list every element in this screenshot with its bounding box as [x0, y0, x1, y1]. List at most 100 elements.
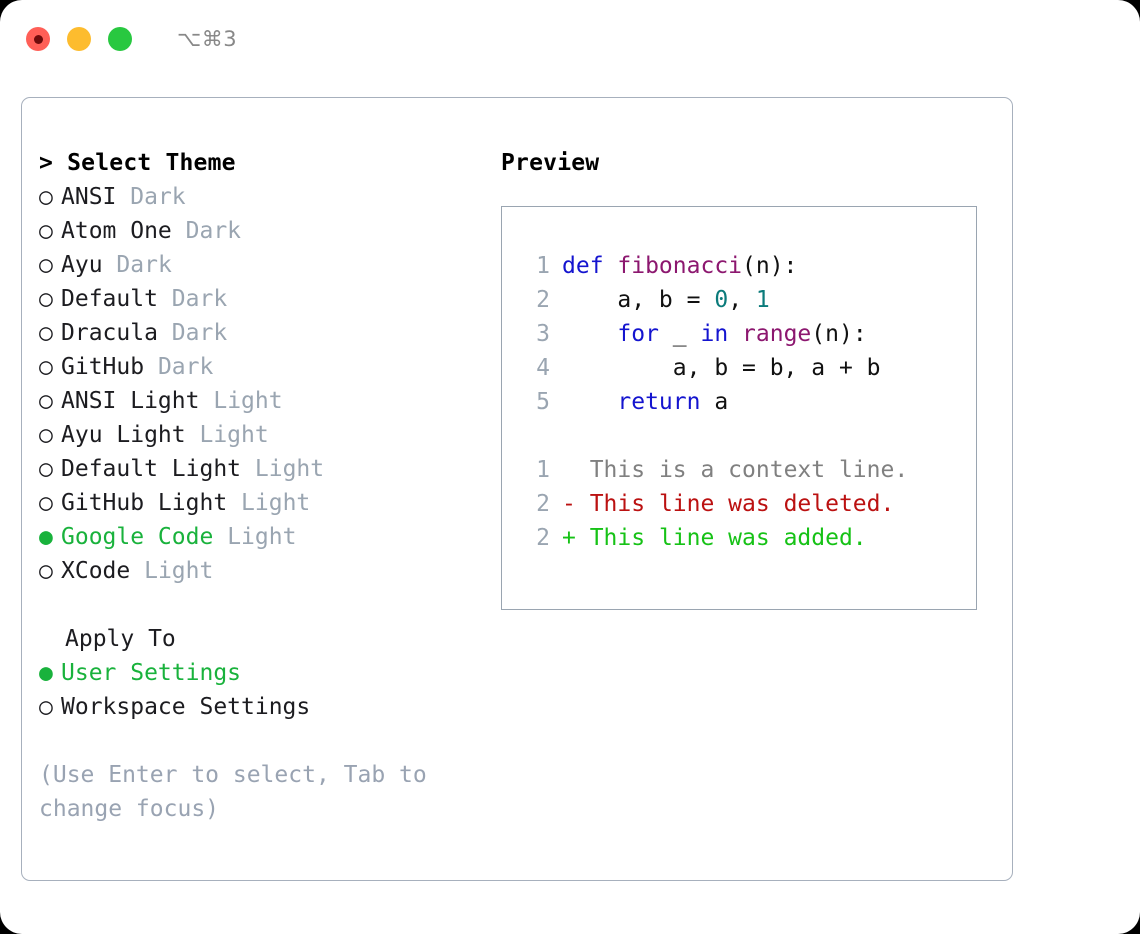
theme-option-ayu-light[interactable]: ○ Ayu Light Light	[39, 418, 479, 452]
line-number: 2	[536, 525, 550, 551]
radio-unselected-icon: ○	[39, 456, 53, 482]
theme-option-github[interactable]: ○GitHub Dark	[39, 350, 479, 384]
code-line: 4 a, b = b, a + b	[522, 351, 976, 385]
apply-to-option-list: ● User Settings ○Workspace Settings	[39, 656, 479, 724]
theme-variant-badge: Light	[213, 388, 283, 414]
code-token: (n):	[742, 253, 798, 279]
theme-option-ansi-light[interactable]: ○ANSI Light Light	[39, 384, 479, 418]
page-title: Select Theme	[67, 150, 236, 176]
diff-text: This is a context line.	[575, 457, 909, 483]
theme-selection-dialog: > Select Theme ○ANSI Dark○Atom One Dark○…	[21, 97, 1013, 881]
theme-option-list: ○ANSI Dark○Atom One Dark○Ayu Dark○Defaul…	[39, 180, 479, 588]
code-token: def	[562, 253, 618, 279]
preview-title: Preview	[501, 150, 600, 176]
theme-variant-badge: Light	[227, 524, 297, 550]
code-line: 3 for _ in range(n):	[522, 317, 976, 351]
apply-to-option-label: User Settings	[61, 660, 242, 686]
apply-to-option-user-settings[interactable]: ● User Settings	[39, 656, 479, 690]
theme-option-label: Atom One	[61, 218, 172, 244]
theme-variant-badge: Light	[241, 490, 311, 516]
code-token: for	[562, 321, 673, 347]
diff-marker	[562, 457, 576, 483]
radio-unselected-icon: ○	[39, 218, 53, 244]
code-token: _	[672, 321, 701, 347]
diff-line-del: 2- This line was deleted.	[522, 487, 976, 521]
theme-option-xcode[interactable]: ○XCode Light	[39, 554, 479, 588]
radio-unselected-icon: ○	[39, 490, 53, 516]
theme-option-label: Default Light	[61, 456, 242, 482]
line-number: 2	[536, 287, 550, 313]
code-line: 2 a, b = 0, 1	[522, 283, 976, 317]
theme-variant-badge: Dark	[185, 218, 242, 244]
apply-to-header: Apply To	[65, 626, 176, 652]
code-token: 1	[755, 287, 770, 313]
diff-marker: +	[562, 525, 576, 551]
zoom-button[interactable]	[108, 27, 132, 51]
line-number: 3	[536, 321, 550, 347]
line-number: 2	[536, 491, 550, 517]
code-line: 5 return a	[522, 385, 976, 419]
radio-unselected-icon: ○	[39, 422, 53, 448]
theme-variant-badge: Light	[144, 558, 214, 584]
theme-option-label: GitHub	[61, 354, 145, 380]
theme-variant-badge: Dark	[130, 184, 186, 210]
code-token: in	[700, 321, 743, 347]
keyboard-shortcut-label: ⌥⌘3	[177, 27, 238, 51]
theme-option-label: Ayu Light	[61, 422, 186, 448]
radio-unselected-icon: ○	[39, 184, 53, 210]
diff-marker: -	[562, 491, 576, 517]
theme-option-dracula[interactable]: ○ Dracula Dark	[39, 316, 479, 350]
theme-variant-badge: Dark	[171, 286, 228, 312]
code-token: ,	[728, 287, 756, 313]
theme-variant-badge: Light	[199, 422, 269, 448]
theme-option-ayu[interactable]: ○Ayu Dark	[39, 248, 479, 282]
radio-selected-icon: ●	[39, 524, 53, 550]
diff-sample: 1 This is a context line.2- This line wa…	[522, 453, 976, 555]
close-button[interactable]	[26, 27, 50, 51]
radio-selected-icon: ●	[39, 660, 53, 686]
traffic-lights	[26, 27, 132, 51]
apply-to-option-workspace-settings[interactable]: ○Workspace Settings	[39, 690, 479, 724]
theme-option-default-light[interactable]: ○Default Light Light	[39, 452, 479, 486]
theme-option-google-code[interactable]: ● Google Code Light	[39, 520, 479, 554]
theme-option-github-light[interactable]: ○ GitHub Light Light	[39, 486, 479, 520]
apply-to-section: Apply To ● User Settings ○Workspace Settin…	[39, 622, 479, 724]
line-number: 5	[536, 389, 550, 415]
code-token: (n):	[811, 321, 867, 347]
keyboard-hint-text: (Use Enter to select, Tab to change focu…	[39, 762, 427, 822]
theme-option-atom-one[interactable]: ○ Atom One Dark	[39, 214, 479, 248]
code-token: a, b = b, a + b	[562, 355, 881, 381]
theme-option-ansi[interactable]: ○ANSI Dark	[39, 180, 479, 214]
close-icon	[33, 34, 43, 44]
radio-unselected-icon: ○	[39, 320, 53, 346]
diff-line-add: 2+ This line was added.	[522, 521, 976, 555]
code-diff-separator	[522, 419, 976, 453]
caret-icon: >	[39, 150, 54, 176]
theme-option-label: Dracula	[61, 320, 158, 346]
line-number: 1	[536, 457, 550, 483]
theme-variant-badge: Dark	[171, 320, 228, 346]
theme-option-label: Google Code	[61, 524, 214, 550]
radio-unselected-icon: ○	[39, 252, 53, 278]
radio-unselected-icon: ○	[39, 694, 53, 720]
title-bar: ⌥⌘3	[0, 0, 1140, 78]
minimize-button[interactable]	[67, 27, 91, 51]
theme-list-header: > Select Theme	[39, 146, 479, 180]
radio-unselected-icon: ○	[39, 388, 53, 414]
radio-unselected-icon: ○	[39, 558, 53, 584]
theme-option-label: Default	[61, 286, 158, 312]
theme-variant-badge: Dark	[116, 252, 172, 278]
code-token: fibonacci	[617, 253, 743, 279]
theme-option-label: GitHub Light	[61, 490, 228, 516]
diff-line-ctx: 1 This is a context line.	[522, 453, 976, 487]
code-token: 0	[714, 287, 729, 313]
theme-option-default[interactable]: ○Default Dark	[39, 282, 479, 316]
code-token: a	[700, 389, 729, 415]
code-token: a, b =	[562, 287, 715, 313]
theme-variant-badge: Dark	[157, 354, 214, 380]
code-token: return	[562, 389, 701, 415]
